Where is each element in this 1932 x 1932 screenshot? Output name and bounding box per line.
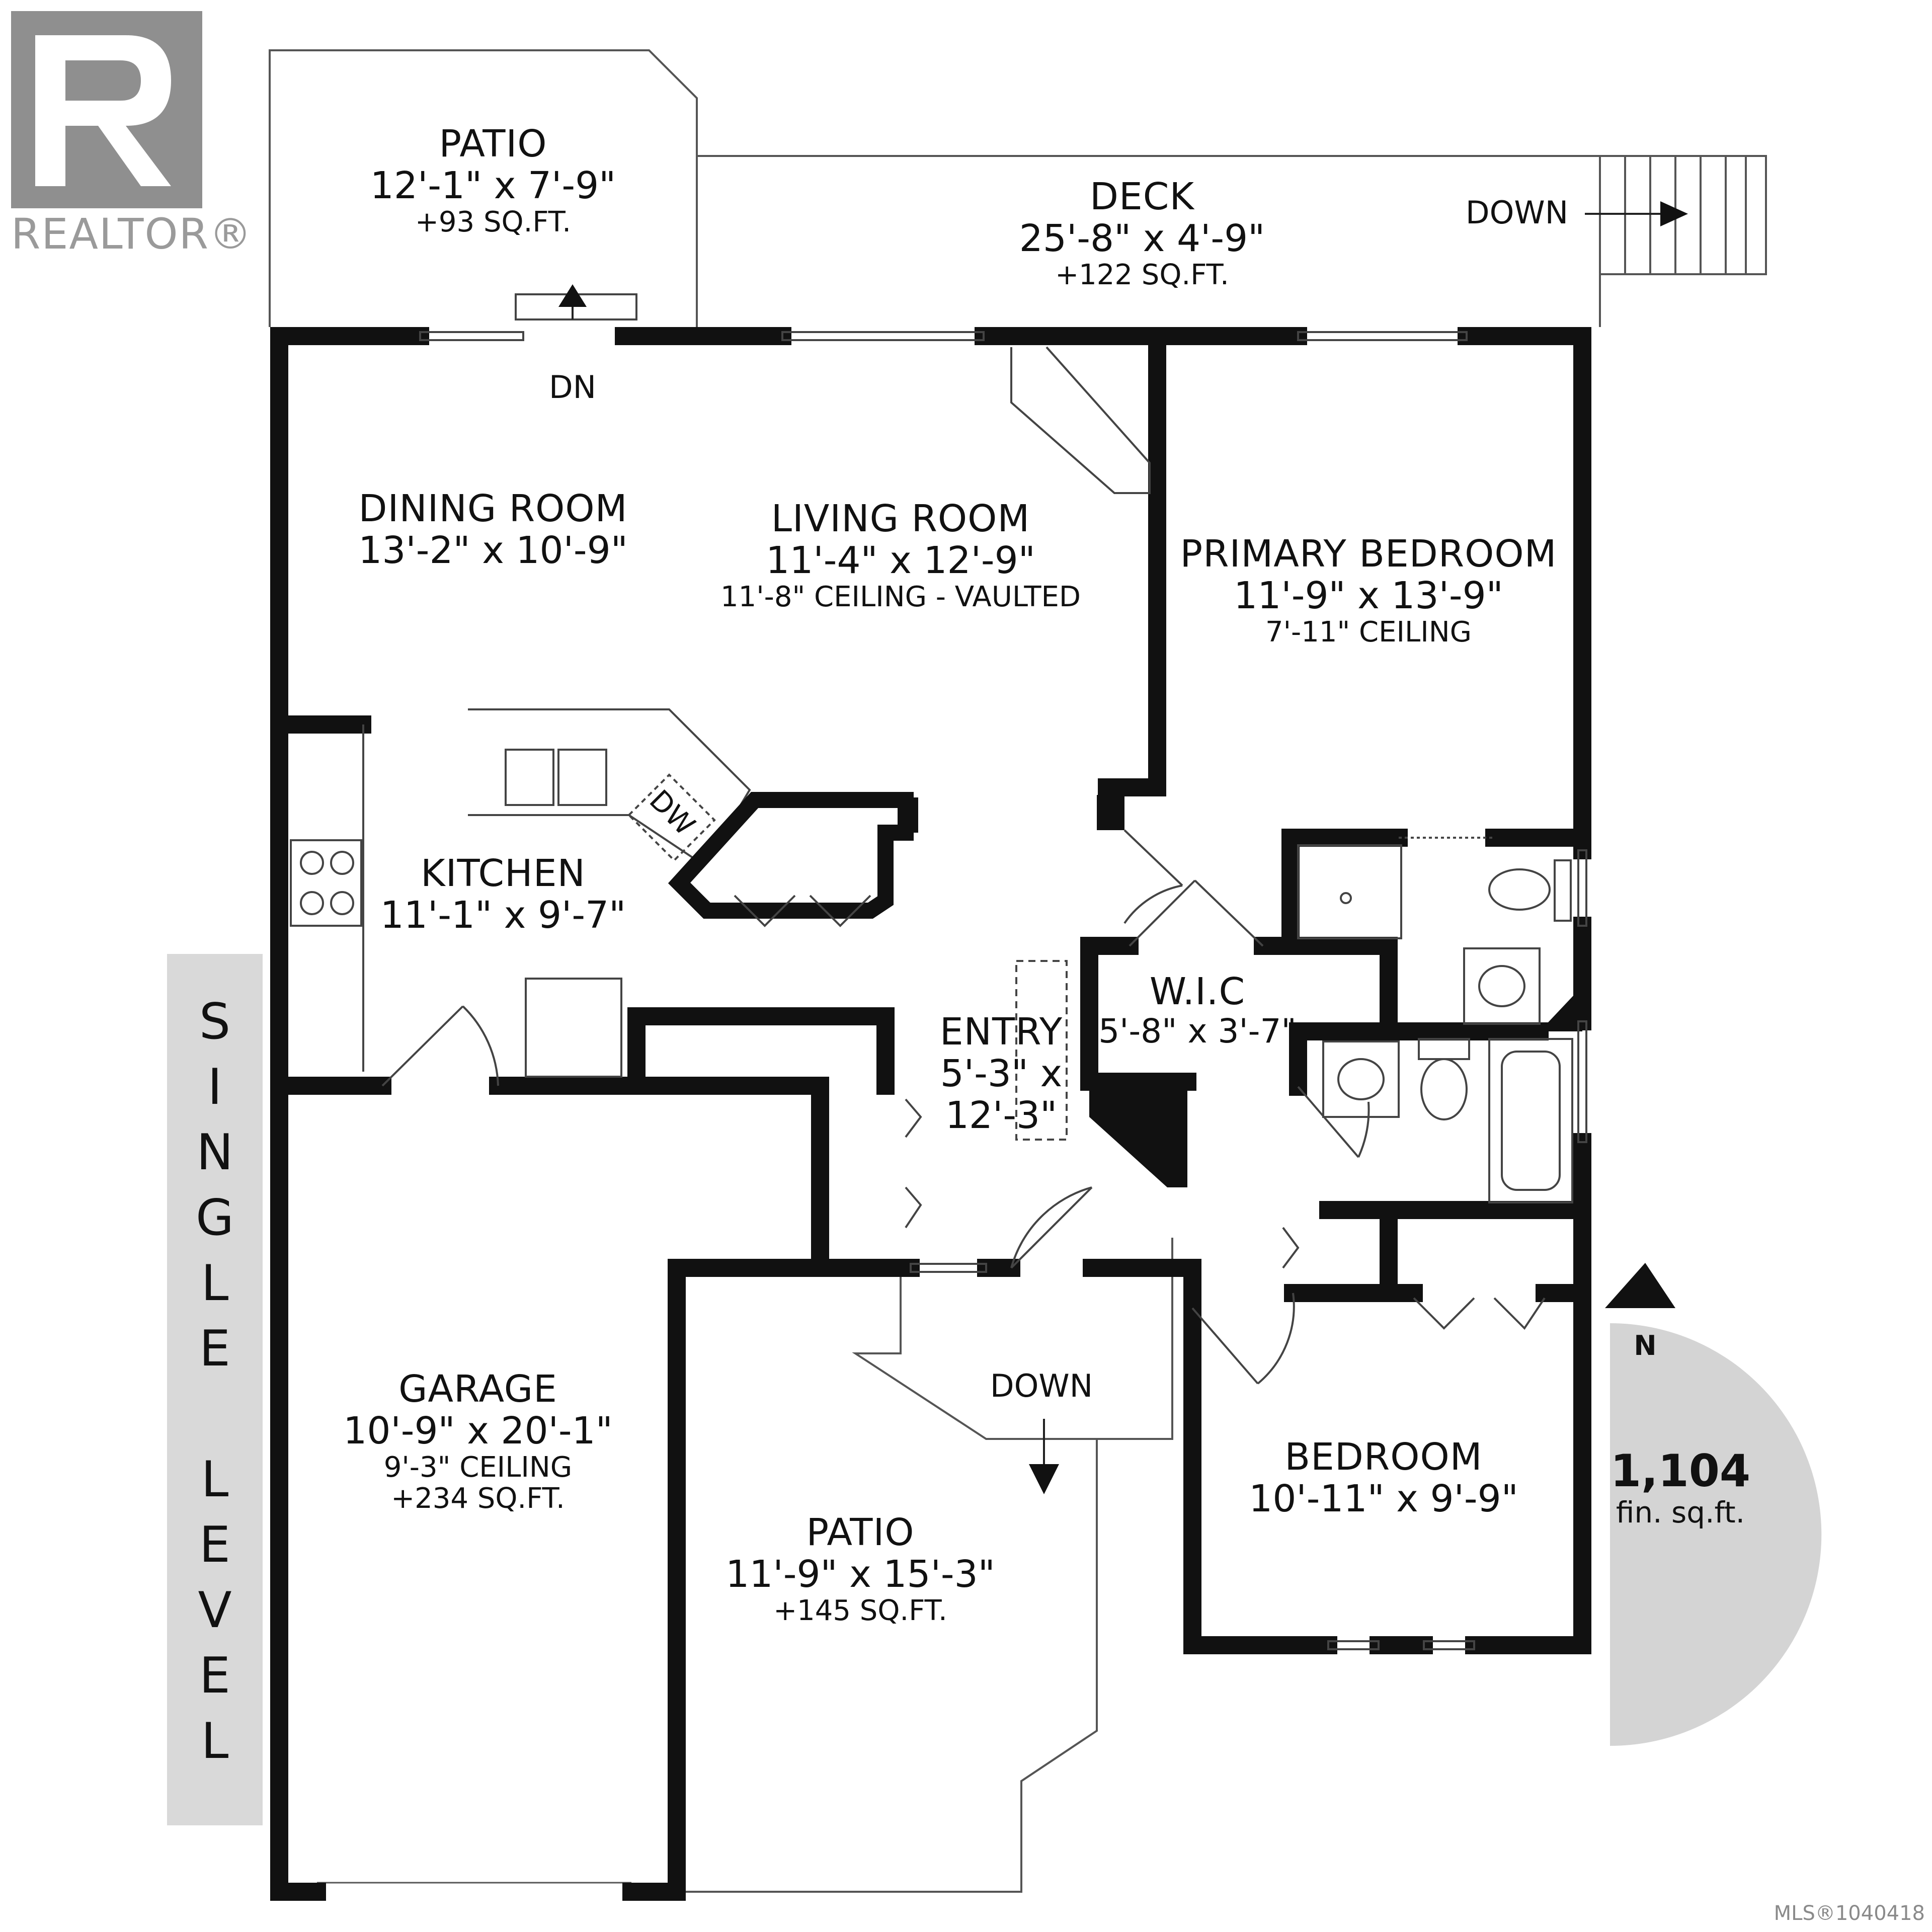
finished-area: 1,104 fin. sq.ft. [1585, 1446, 1776, 1529]
realtor-wordmark: REALTOR® [11, 209, 253, 259]
level-letter: L [201, 1451, 229, 1508]
room-name: DINING ROOM [358, 487, 628, 530]
garage-label: GARAGE 10'-9" x 20'-1" 9'-3" CEILING +23… [327, 1369, 629, 1515]
room-name: KITCHEN [421, 852, 586, 895]
level-letter: E [199, 1320, 230, 1378]
deck-label: DECK 25'-8" x 4'-9" +122 SQ.FT. [991, 176, 1293, 291]
primary-bedroom-label: PRIMARY BEDROOM 11'-9" x 13'-9" 7'-11" C… [1172, 533, 1565, 648]
deck-down-arrow-icon [1585, 201, 1688, 226]
fixtures [290, 346, 1573, 1203]
level-letter: E [199, 1647, 230, 1705]
room-dims: 11'-4" x 12'-9" [766, 538, 1035, 582]
dn-arrow-icon [515, 284, 637, 320]
room-name: PATIO [806, 1511, 915, 1554]
room-name: W.I.C [1149, 970, 1246, 1013]
room-name: PATIO [439, 122, 547, 166]
room-ceiling: 7'-11" CEILING [1265, 615, 1472, 649]
north-badge [1605, 1263, 1822, 1746]
level-letter: I [207, 1059, 222, 1116]
level-letter: V [198, 1582, 232, 1639]
level-letter: L [201, 1255, 229, 1312]
wic-label: W.I.C 5'-8" x 3'-7" [1092, 971, 1303, 1050]
room-ceiling: 11'-8" CEILING - VAULTED [720, 580, 1081, 613]
deck-down-label: DOWN [1465, 194, 1569, 231]
mls-number: MLS®1040418 [1774, 1902, 1925, 1925]
walls [270, 327, 1591, 1901]
level-letter: N [196, 1124, 233, 1181]
finished-area-value: 1,104 [1610, 1445, 1751, 1497]
exterior-outlines [269, 49, 1767, 1893]
room-dims: 10'-9" x 20'-1" [343, 1409, 613, 1453]
room-name: ENTRY [939, 1010, 1063, 1054]
level-banner: S I N G L E L E V E L [167, 954, 263, 1825]
room-area: +93 SQ.FT. [415, 205, 571, 238]
room-area: +145 SQ.FT. [773, 1594, 947, 1627]
dining-room-label: DINING ROOM 13'-2" x 10'-9" [342, 488, 644, 572]
windows [419, 331, 1587, 1650]
level-letter: E [199, 1516, 230, 1574]
doors [381, 829, 1546, 1385]
finished-area-unit: fin. sq.ft. [1616, 1495, 1745, 1530]
room-dims: 12'-3" [945, 1093, 1058, 1137]
room-dims: 12'-1" x 7'-9" [370, 164, 616, 207]
level-letter [207, 1382, 222, 1447]
level-letter: S [199, 993, 231, 1051]
room-name: DECK [1090, 175, 1194, 218]
room-ceiling: 9'-3" CEILING [383, 1451, 573, 1484]
room-dims: 25'-8" x 4'-9" [1019, 216, 1265, 260]
room-dims: 13'-2" x 10'-9" [358, 528, 628, 572]
kitchen-label: KITCHEN 11'-1" x 9'-7" [377, 853, 629, 936]
room-name: LIVING ROOM [771, 497, 1030, 540]
entry-label: ENTRY 5'-3" x 12'-3" [921, 1011, 1082, 1137]
room-name: BEDROOM [1284, 1435, 1483, 1479]
patio-down-label: DOWN [990, 1367, 1093, 1404]
north-label: N [1634, 1330, 1657, 1361]
realtor-logo [11, 11, 202, 208]
room-area: +234 SQ.FT. [391, 1482, 565, 1515]
room-area: +122 SQ.FT. [1055, 258, 1229, 291]
bedroom-label: BEDROOM 10'-11" x 9'-9" [1228, 1436, 1540, 1520]
dn-label: DN [548, 369, 597, 406]
level-letter: G [196, 1189, 234, 1247]
room-dims: 5'-8" x 3'-7" [1098, 1011, 1297, 1051]
room-dims: 5'-3" x [940, 1052, 1063, 1095]
patio-down-arrow-icon [1029, 1419, 1059, 1494]
patio-bottom-label: PATIO 11'-9" x 15'-3" +145 SQ.FT. [709, 1512, 1011, 1627]
room-name: PRIMARY BEDROOM [1180, 532, 1557, 576]
room-name: GARAGE [398, 1367, 557, 1411]
room-dims: 10'-11" x 9'-9" [1249, 1477, 1518, 1520]
living-room-label: LIVING ROOM 11'-4" x 12'-9" 11'-8" CEILI… [694, 498, 1107, 613]
room-dims: 11'-9" x 13'-9" [1234, 574, 1503, 617]
room-dims: 11'-9" x 15'-3" [726, 1552, 995, 1596]
patio-top-label: PATIO 12'-1" x 7'-9" +93 SQ.FT. [367, 123, 619, 238]
level-letter: L [201, 1713, 229, 1770]
room-dims: 11'-1" x 9'-7" [380, 893, 626, 937]
